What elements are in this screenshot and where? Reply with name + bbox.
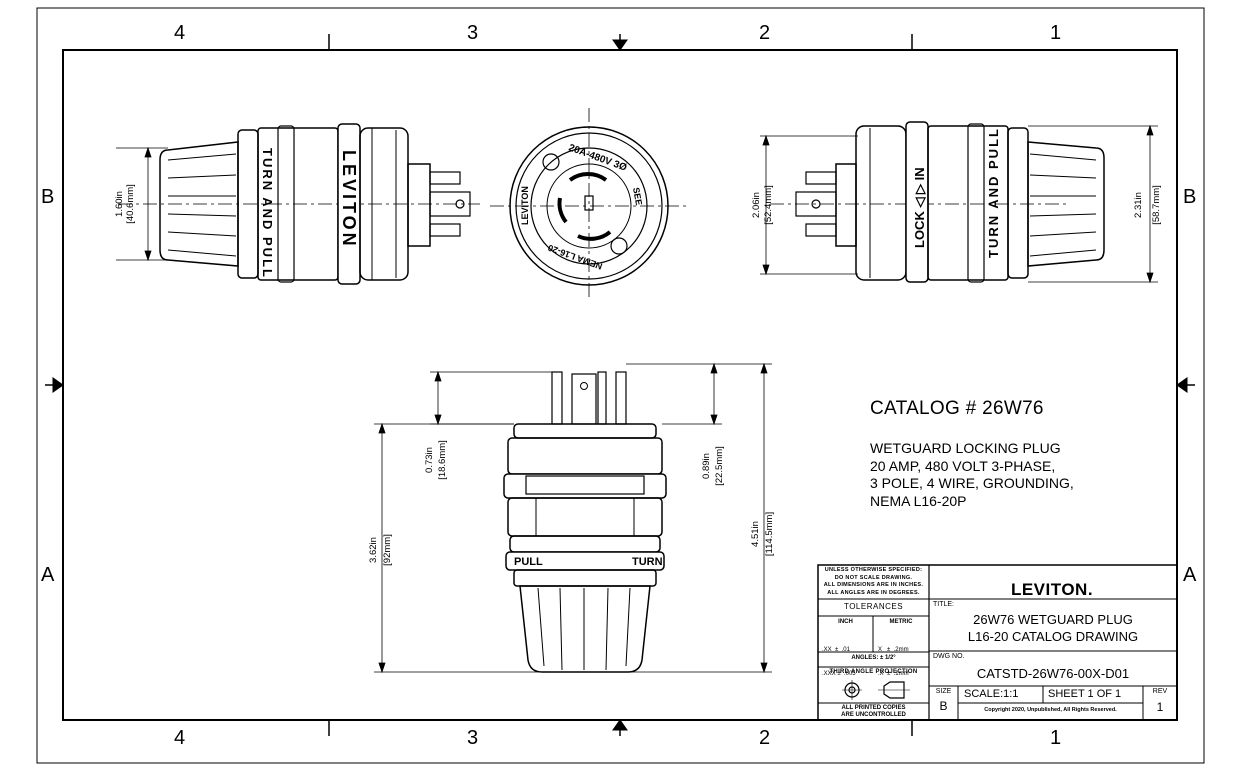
zone-row-a-right: A — [1183, 564, 1197, 586]
prints-line: ARE UNCONTROLLED — [841, 712, 906, 718]
right-side-view — [770, 121, 1105, 283]
zone-row-b-right: B — [1183, 186, 1197, 208]
rev-value: 1 — [1156, 700, 1164, 714]
zone-col-3-bottom: 3 — [467, 727, 479, 749]
sheet-value: SHEET 1 OF 1 — [1048, 688, 1122, 700]
right-lock-text: LOCK ◁ ▷ IN — [912, 167, 927, 248]
unless-line: ALL ANGLES ARE IN DEGREES. — [827, 589, 920, 596]
title-line: 26W76 WETGUARD PLUG — [973, 612, 1133, 627]
copyright-text: Copyright 2020, Unpublished, All Rights … — [984, 707, 1117, 713]
dim-a-in: 0.73in — [424, 447, 435, 473]
zone-col-2-top: 2 — [759, 22, 771, 44]
printed-copies-note: ALL PRINTED COPIES ARE UNCONTROLLED — [818, 705, 929, 719]
drawing-title: 26W76 WETGUARD PLUG L16-20 CATALOG DRAWI… — [929, 611, 1177, 645]
prints-line: ALL PRINTED COPIES — [841, 705, 906, 711]
inch-tolerances: .XX ± .01 .XXX ± .005 — [822, 630, 856, 694]
metric-row: X ± .2mm — [878, 647, 909, 653]
tolerances-label: TOLERANCES — [843, 602, 904, 611]
left-dim-in: 1.60in — [114, 191, 125, 217]
size-label: SIZE — [935, 688, 952, 695]
projection-symbol-icon — [842, 680, 910, 700]
zone-row-b-left: B — [41, 186, 55, 208]
dwg-label: DWG NO. — [933, 653, 965, 660]
dim-c-in: 3.62in — [368, 537, 379, 563]
dim-b-mm: [22.5mm] — [714, 446, 725, 486]
right-dim2-mm: [58.7mm] — [1151, 185, 1162, 225]
title-block-lines — [817, 564, 1178, 721]
metric-row: .X ± .1mm — [878, 671, 909, 677]
zone-col-1-top: 1 — [1050, 22, 1062, 44]
bottom-dimensions — [374, 362, 772, 674]
zone-col-2-bottom: 2 — [759, 727, 771, 749]
size-value: B — [939, 699, 948, 713]
zone-col-3-top: 3 — [467, 22, 479, 44]
inch-row: .XX ± .01 — [822, 647, 850, 653]
unless-notes: UNLESS OTHERWISE SPECIFIED: DO NOT SCALE… — [818, 567, 929, 597]
catalog-title: CATALOG # 26W76 — [870, 398, 1044, 419]
unless-line: UNLESS OTHERWISE SPECIFIED: — [824, 567, 923, 573]
zone-col-4-top: 4 — [174, 22, 186, 44]
outer-border — [36, 7, 1205, 764]
right-dim1-in: 2.06in — [751, 192, 762, 218]
dim-d-mm: [114.5mm] — [764, 512, 775, 556]
bottom-turn-text: TURN — [632, 556, 663, 568]
left-brand-text: LEVITON — [339, 150, 359, 249]
dwg-number: CATSTD-26W76-00X-D01 — [976, 666, 1130, 681]
left-dim-mm: [40.6mm] — [125, 184, 136, 224]
catalog-line: 3 POLE, 4 WIRE, GROUNDING, — [870, 475, 1074, 491]
right-dim2-in: 2.31in — [1133, 192, 1144, 218]
rev-label: REV — [1152, 688, 1168, 695]
face-view — [490, 108, 690, 300]
unless-line: ALL DIMENSIONS ARE IN INCHES. — [823, 582, 924, 588]
center-arrows — [45, 34, 1195, 736]
zone-col-4-bottom: 4 — [174, 727, 186, 749]
dim-d-in: 4.51in — [750, 521, 761, 547]
zone-row-a-left: A — [41, 564, 55, 586]
right-dimensions — [760, 124, 1158, 284]
zone-col-1-bottom: 1 — [1050, 727, 1062, 749]
left-dimension — [116, 146, 168, 262]
dim-a-mm: [18.6mm] — [437, 440, 448, 480]
title-label: TITLE: — [933, 601, 955, 608]
bottom-pull-text: PULL — [514, 556, 543, 568]
dim-b-in: 0.89in — [701, 453, 712, 479]
angles-label: ANGLES: ± 1/2° — [851, 655, 896, 661]
dim-c-mm: [92mm] — [382, 534, 393, 566]
inch-label: INCH — [838, 619, 853, 625]
catalog-line: 20 AMP, 480 VOLT 3-PHASE, — [870, 457, 1056, 474]
scale-value: SCALE:1:1 — [964, 688, 1019, 700]
right-turn-pull-text: TURN AND PULL — [986, 127, 1001, 258]
right-dim1-mm: [52.4mm] — [763, 185, 774, 225]
metric-label: METRIC — [889, 619, 913, 625]
unless-line: DO NOT SCALE DRAWING. — [834, 574, 913, 581]
bottom-side-view — [503, 371, 667, 673]
face-side-label: LEVITON — [520, 186, 530, 225]
catalog-line: WETGUARD LOCKING PLUG — [870, 440, 1061, 456]
catalog-description: WETGUARD LOCKING PLUG 20 AMP, 480 VOLT 3… — [870, 440, 1074, 510]
face-cert-text: SEE — [631, 187, 644, 206]
left-turn-pull-text: TURN AND PULL — [260, 148, 275, 279]
inch-row: .XXX ± .005 — [822, 671, 856, 677]
title-line: L16-20 CATALOG DRAWING — [967, 629, 1139, 644]
left-side-view — [118, 123, 480, 285]
projection-label: THIRD ANGLE PROJECTION — [829, 669, 918, 675]
metric-tolerances: X ± .2mm .X ± .1mm — [878, 630, 909, 694]
catalog-line: NEMA L16-20P — [870, 492, 967, 509]
leviton-logo: LEVITON. — [1011, 580, 1093, 599]
zone-ticks — [328, 34, 913, 736]
